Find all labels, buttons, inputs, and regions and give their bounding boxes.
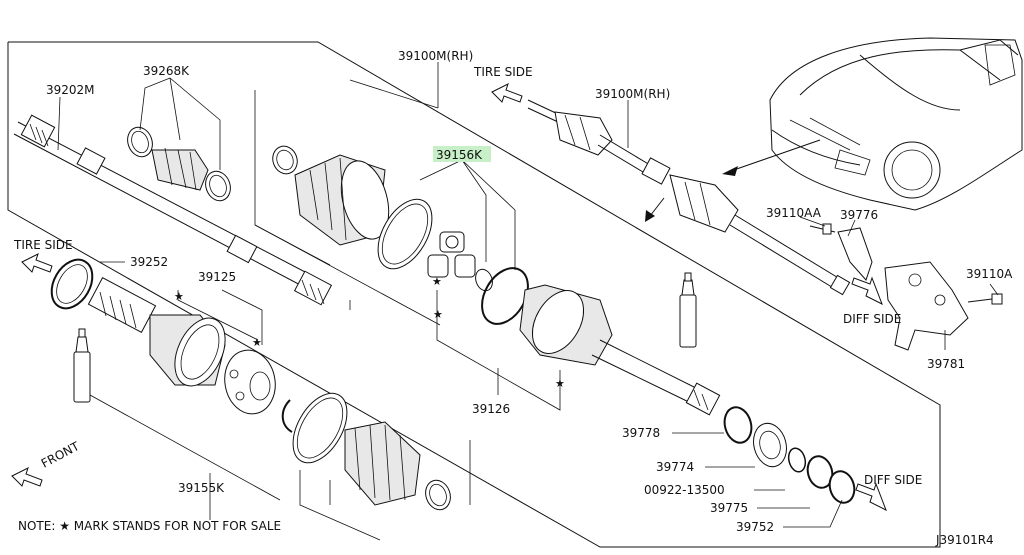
leader-lines [57,62,999,541]
direction-tire-side-top: TIRE SIDE [473,65,533,79]
star-mark: ★ [555,377,565,390]
drawing-code: J39101R4 [935,533,994,547]
label-39781: 39781 [927,357,965,371]
star-mark: ★ [252,336,262,349]
label-39778: 39778 [622,426,660,440]
direction-tire-side-left: TIRE SIDE [13,238,73,252]
label-39774: 39774 [656,460,694,474]
label-39775: 39775 [710,501,748,515]
outer-boot-group [272,145,433,270]
support-bracket [809,223,1003,351]
tire-side-arrow-top [491,83,523,103]
direction-front: FRONT [39,439,82,471]
grease-tube-left [73,328,91,403]
grease-tube-right [679,272,697,348]
frame-outline [7,41,941,548]
tripod-joint [427,231,529,325]
label-39110AA: 39110AA [766,206,822,220]
label-00922-13500: 00922-13500 [644,483,725,497]
direction-diff-side-bottom: DIFF SIDE [864,473,922,487]
label-39155K: 39155K [178,481,225,495]
star-mark: ★ [174,290,184,303]
tire-side-arrow-left [21,253,53,273]
diff-side-arrow-mid [851,276,883,306]
label-39252: 39252 [130,255,168,269]
label-39156K[interactable]: 39156K [436,148,483,162]
intermediate-shaft [13,114,333,306]
label-39110A: 39110A [966,267,1013,281]
label-39776: 39776 [840,208,878,222]
front-arrow [11,467,43,487]
inner-boot-group [281,392,451,511]
label-39752: 39752 [736,520,774,534]
star-mark: ★ [433,308,443,321]
outer-cv-joint [87,276,276,415]
label-39100M-rh-right: 39100M(RH) [595,87,670,101]
diff-side-arrow-bottom [855,482,887,512]
note-not-for-sale: NOTE: ★ MARK STANDS FOR NOT FOR SALE [18,519,281,533]
label-39202M: 39202M [46,83,95,97]
label-39100M-rh-left: 39100M(RH) [398,49,473,63]
label-39125: 39125 [198,270,236,284]
label-39268K: 39268K [143,64,190,78]
boot-kit-39268K [127,126,231,202]
bearing-seal-group [723,406,856,504]
vehicle-illustration [722,37,1023,211]
joint-housing [519,284,721,416]
dust-seal-39252 [50,258,94,310]
star-mark: ★ [432,275,442,288]
highlight-39156K [433,146,491,162]
direction-diff-side-mid: DIFF SIDE [843,312,901,326]
label-39126: 39126 [472,402,510,416]
rh-axle-assembly [527,99,851,296]
